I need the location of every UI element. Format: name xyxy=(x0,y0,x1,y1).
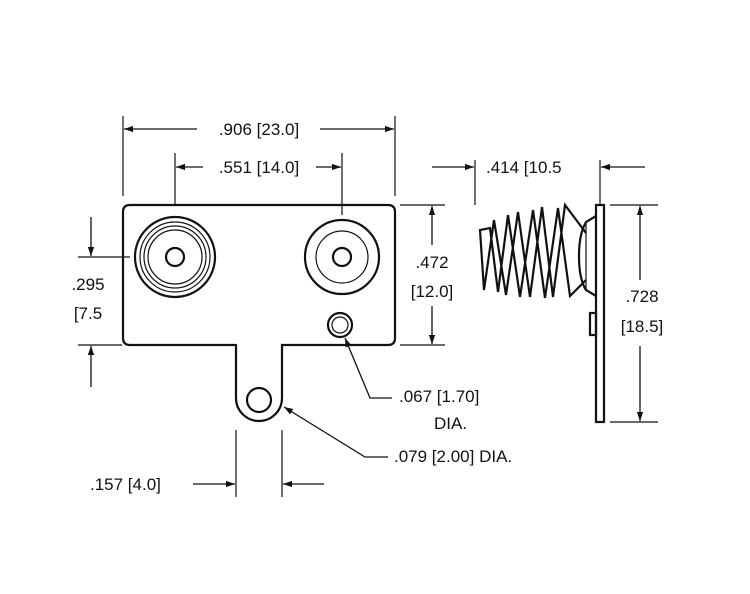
top-offset-inch-label: .295 xyxy=(71,275,104,294)
spring-depth-label: .414 [10.5 xyxy=(486,158,562,177)
dimension-contact-spacing: .551 [14.0] xyxy=(174,153,343,215)
contact-spacing-label: .551 [14.0] xyxy=(219,158,299,177)
body-height-inch-label: .472 xyxy=(415,253,448,272)
left-contact-terminal xyxy=(133,215,217,299)
side-plate xyxy=(594,203,606,424)
tab-mounting-hole xyxy=(245,386,273,414)
small-hole-dia-unit-label: DIA. xyxy=(434,414,467,433)
coil-spring xyxy=(478,202,587,299)
dimension-tab-width: .157 [4.0] xyxy=(90,430,324,497)
dimension-spring-depth: .414 [10.5 xyxy=(432,158,645,205)
dimension-total-height: .728 [18.5] xyxy=(610,204,664,423)
side-contact-dome xyxy=(577,215,597,297)
dimension-overall-width: .906 [23.0] xyxy=(122,116,396,196)
body-height-mm-label: [12.0] xyxy=(411,282,454,301)
small-mounting-hole xyxy=(326,311,354,339)
overall-width-label: .906 [23.0] xyxy=(219,120,299,139)
right-contact-terminal xyxy=(303,218,381,296)
side-tab xyxy=(588,311,598,337)
dimension-body-height: .472 [12.0] xyxy=(400,204,454,346)
small-hole-dia-label: .067 [1.70] xyxy=(399,387,479,406)
tab-hole-dia-label: .079 [2.00] DIA. xyxy=(394,447,512,466)
total-height-inch-label: .728 xyxy=(625,287,658,306)
battery-holder-outline xyxy=(121,203,397,423)
dimension-tab-hole: .079 [2.00] DIA. xyxy=(283,406,512,466)
front-view xyxy=(121,203,397,423)
total-height-mm-label: [18.5] xyxy=(621,317,664,336)
top-offset-mm-label: [7.5 xyxy=(74,304,102,323)
side-view xyxy=(478,202,606,424)
tab-width-label: .157 [4.0] xyxy=(90,475,161,494)
dimension-top-offset: .295 [7.5 xyxy=(71,217,130,387)
dimension-small-hole: .067 [1.70] DIA. xyxy=(344,337,479,433)
